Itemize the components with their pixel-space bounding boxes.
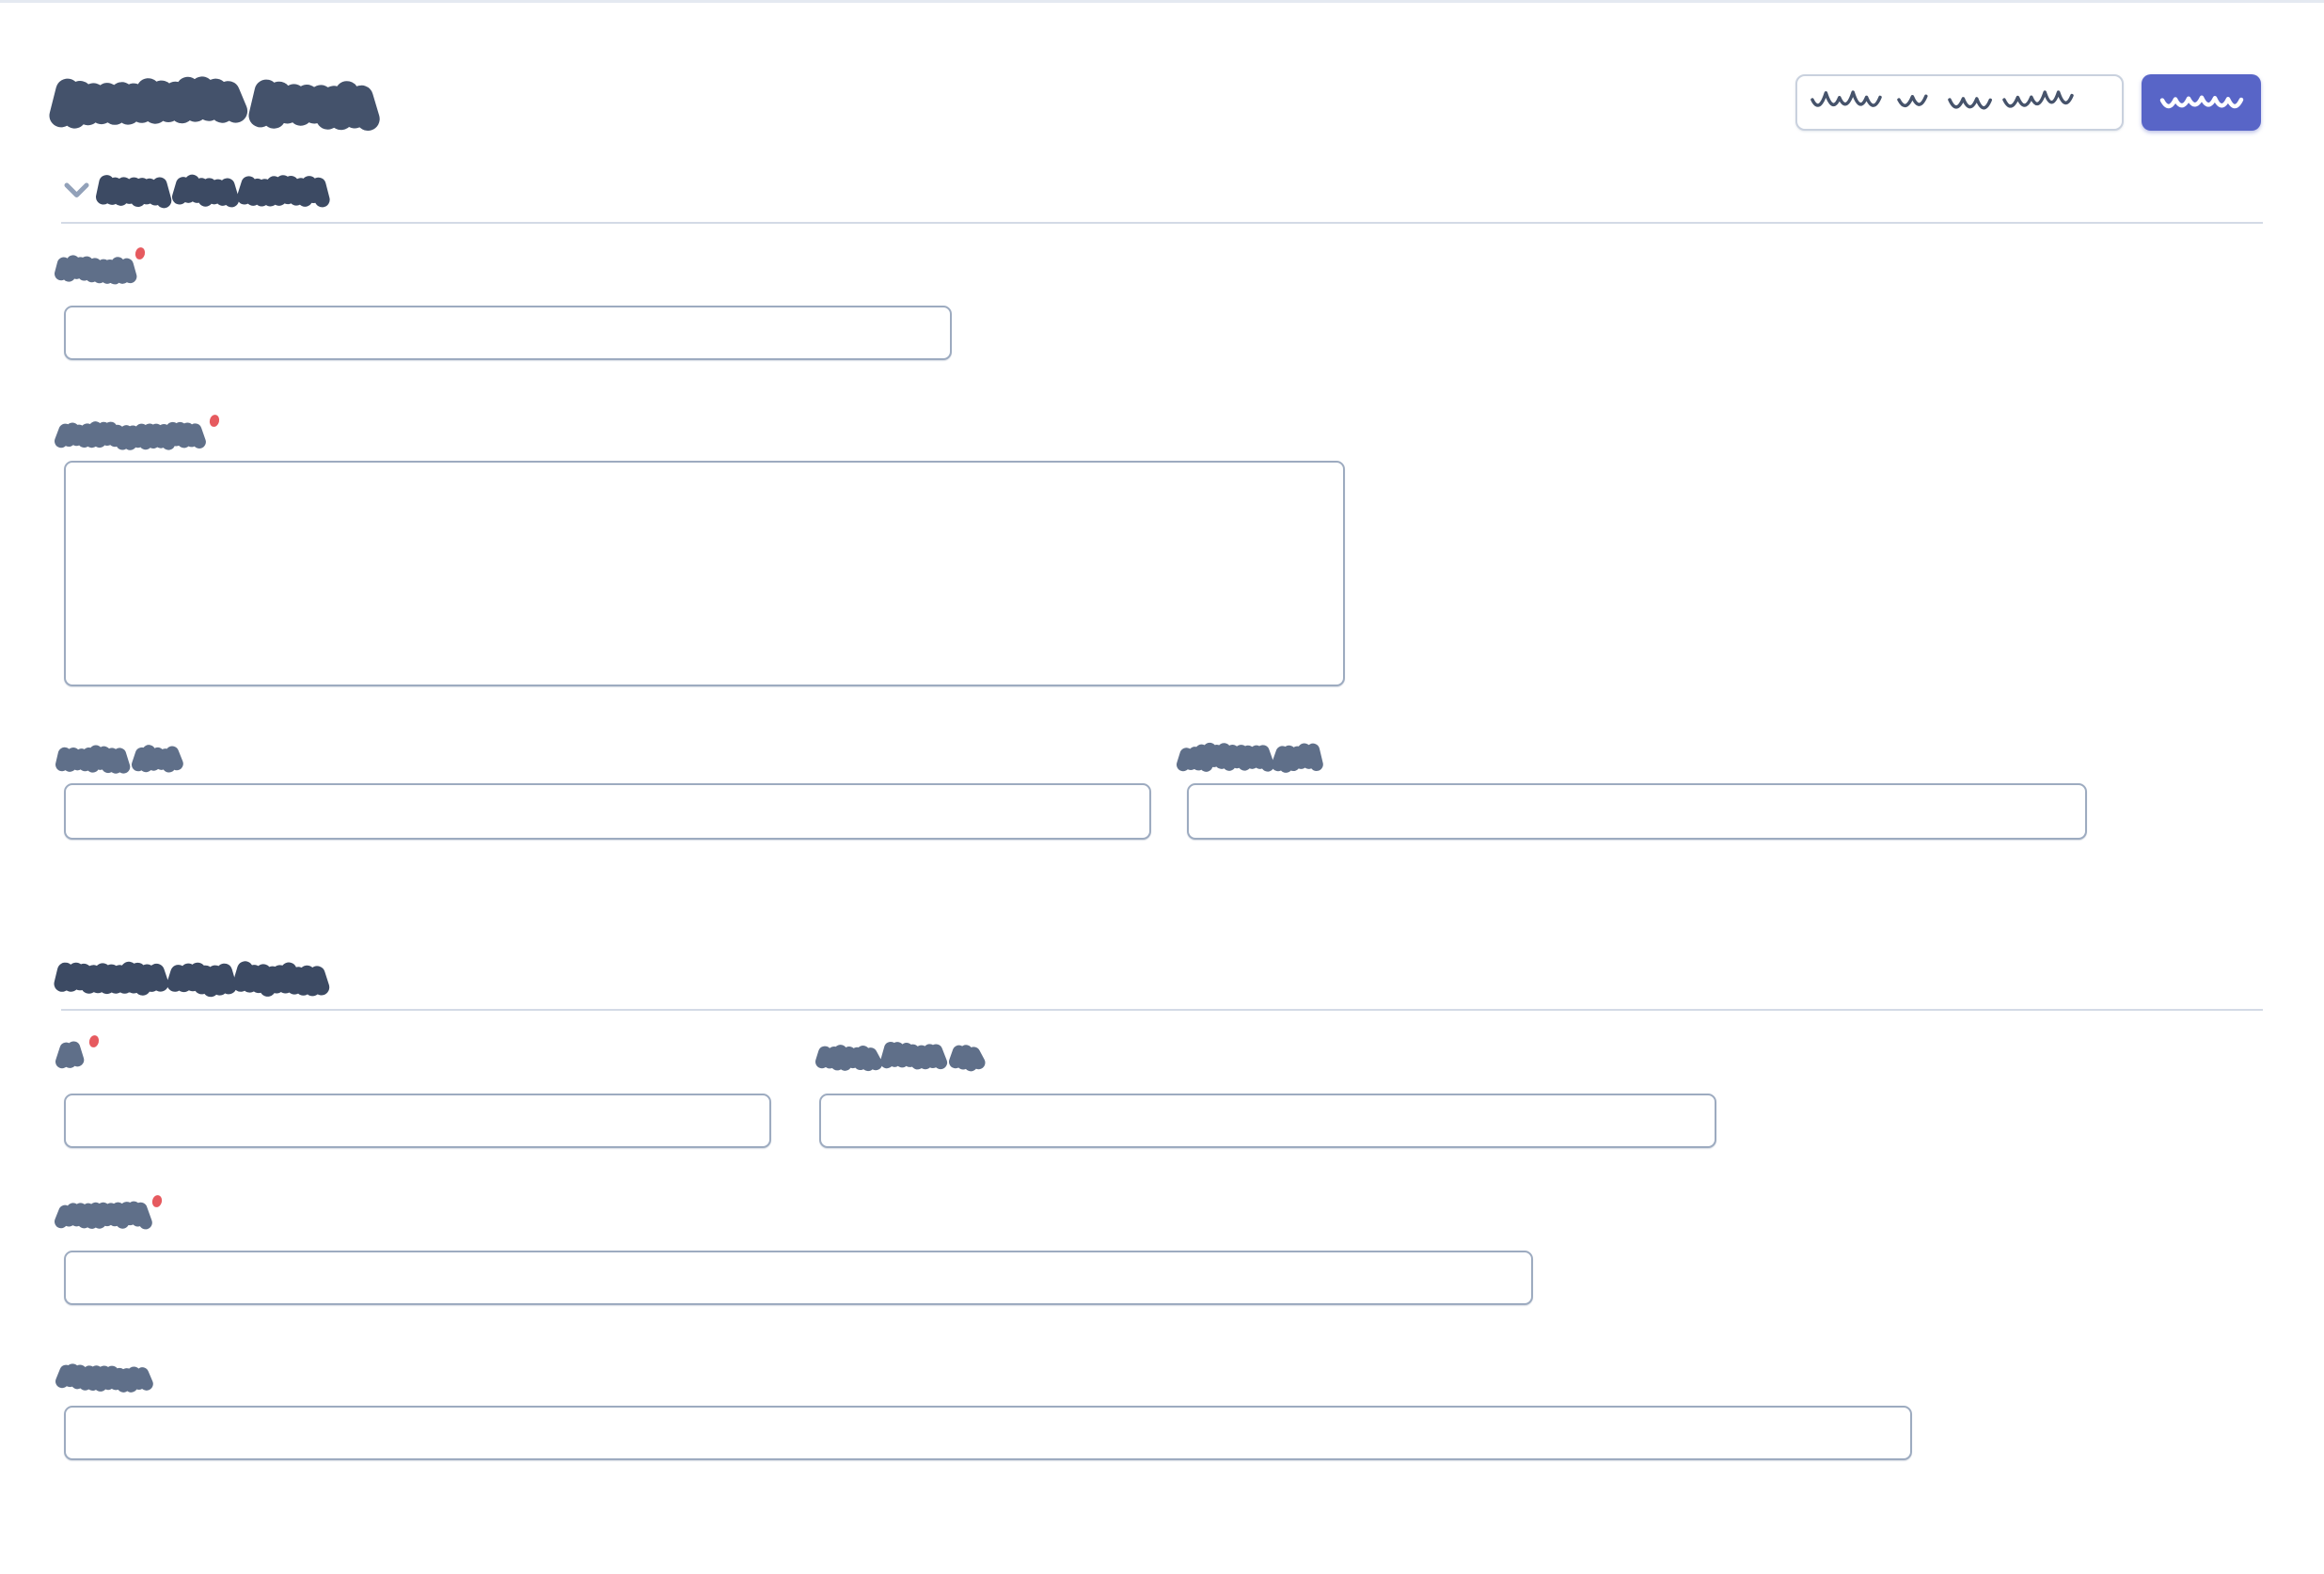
field-8-input[interactable] <box>64 1406 1912 1460</box>
field-5-label <box>55 1033 101 1069</box>
section-1-header <box>64 174 330 209</box>
field-4-label <box>1177 742 1323 773</box>
field-2-textarea[interactable] <box>64 461 1345 686</box>
field-5-input[interactable] <box>64 1094 771 1148</box>
field-4-input[interactable] <box>1187 783 2087 840</box>
field-3-label <box>55 745 183 774</box>
required-dot <box>87 1033 101 1049</box>
search-placeholder <box>1810 90 2081 114</box>
field-1-label <box>55 245 147 285</box>
section-2-header <box>54 961 330 998</box>
field-7-input[interactable] <box>64 1251 1533 1305</box>
chevron-down-icon[interactable] <box>64 182 89 198</box>
required-dot <box>150 1193 164 1209</box>
field-6-label <box>815 1042 986 1072</box>
required-dot <box>208 413 221 429</box>
section-2-title <box>54 961 330 998</box>
search-input[interactable] <box>1795 74 2124 131</box>
primary-button-label <box>2159 93 2243 112</box>
section-1-divider <box>61 222 2263 224</box>
field-1-input[interactable] <box>64 306 952 360</box>
field-2-label <box>55 413 221 450</box>
field-7-label <box>55 1193 164 1230</box>
page-title <box>49 76 380 131</box>
field-8-label <box>55 1363 153 1393</box>
section-2-divider <box>61 1009 2263 1011</box>
field-6-input[interactable] <box>819 1094 1716 1148</box>
field-3-input[interactable] <box>64 783 1151 840</box>
section-1-title <box>96 174 330 209</box>
primary-button[interactable] <box>2142 74 2261 131</box>
required-dot <box>134 245 147 261</box>
